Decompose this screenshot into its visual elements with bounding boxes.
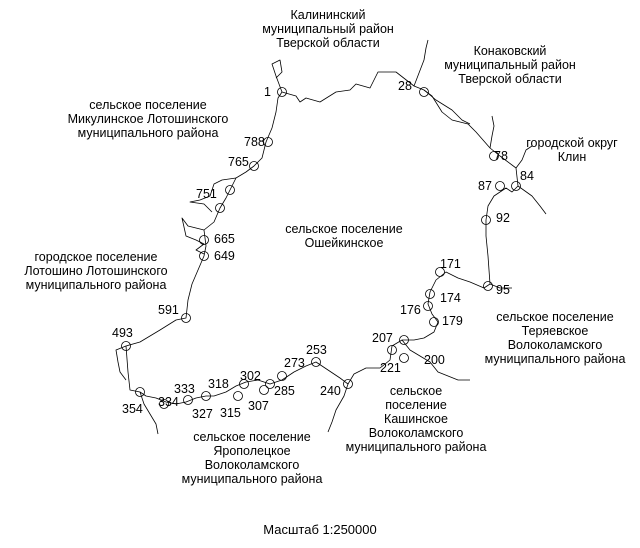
point-marker: [239, 379, 249, 389]
point-marker: [199, 251, 209, 261]
point-marker: [201, 391, 211, 401]
point-marker: [495, 181, 505, 191]
point-label: 751: [196, 187, 217, 201]
point-marker: [183, 395, 193, 405]
point-label: 240: [320, 384, 341, 398]
point-label: 591: [158, 303, 179, 317]
point-label: 327: [192, 407, 213, 421]
point-marker: [135, 387, 145, 397]
point-label: 221: [380, 361, 401, 375]
point-label: 273: [284, 356, 305, 370]
point-label: 171: [440, 257, 461, 271]
boundary-line: [125, 71, 519, 405]
border-klin-up: [515, 145, 533, 169]
border-yaropolets-left: [139, 391, 159, 435]
point-marker: [399, 353, 409, 363]
border-konakovo-right: [423, 89, 471, 125]
border-teryaevo: [489, 283, 512, 289]
point-label: 78: [494, 149, 508, 163]
border-klin-right: [517, 185, 547, 215]
point-label: 87: [478, 179, 492, 193]
point-marker: [483, 281, 493, 291]
point-marker: [159, 399, 169, 409]
point-label: 285: [274, 384, 295, 398]
point-marker: [481, 215, 491, 225]
point-label: 84: [520, 169, 534, 183]
point-label: 253: [306, 343, 327, 357]
point-label: 200: [424, 353, 445, 367]
point-marker: [435, 267, 445, 277]
point-label: 28: [398, 79, 412, 93]
point-marker: [199, 235, 209, 245]
point-marker: [429, 317, 439, 327]
point-label: 788: [244, 135, 265, 149]
point-marker: [259, 385, 269, 395]
point-label: 176: [400, 303, 421, 317]
point-label: 649: [214, 249, 235, 263]
point-label: 765: [228, 155, 249, 169]
border-kashino-bottom: [327, 383, 349, 433]
point-marker: [311, 357, 321, 367]
point-marker: [181, 313, 191, 323]
point-label: 302: [240, 369, 261, 383]
point-marker: [399, 335, 409, 345]
point-marker: [265, 379, 275, 389]
scale-label: Масштаб 1:250000: [263, 522, 377, 537]
border-lotoshino-south: [115, 345, 127, 381]
border-lotoshino-left: [181, 217, 205, 255]
point-marker: [277, 87, 287, 97]
point-label: 92: [496, 211, 510, 225]
point-label: 334: [158, 395, 179, 409]
point-marker: [121, 341, 131, 351]
point-marker: [225, 185, 235, 195]
point-label: 207: [372, 331, 393, 345]
border-kalinin-konakovo: [271, 59, 283, 93]
point-label: 665: [214, 232, 235, 246]
point-label: 1: [264, 85, 271, 99]
point-marker: [423, 301, 433, 311]
point-label: 315: [220, 406, 241, 420]
point-marker: [263, 137, 273, 147]
point-marker: [277, 371, 287, 381]
point-marker: [387, 345, 397, 355]
point-label: 307: [248, 399, 269, 413]
point-marker: [249, 161, 259, 171]
border-mikulino-lotoshino: [189, 177, 237, 213]
point-marker: [343, 379, 353, 389]
point-marker: [215, 203, 225, 213]
point-label: 318: [208, 377, 229, 391]
point-marker: [489, 151, 499, 161]
point-label: 493: [112, 326, 133, 340]
point-marker: [419, 87, 429, 97]
border-teryaevo-kashino: [401, 339, 470, 381]
point-marker: [425, 289, 435, 299]
point-marker: [233, 391, 243, 401]
border-klin-top: [489, 115, 495, 149]
point-label: 95: [496, 283, 510, 297]
point-label: 333: [174, 382, 195, 396]
point-label: 354: [122, 402, 143, 416]
point-label: 174: [440, 291, 461, 305]
point-marker: [511, 181, 521, 191]
border-konakovo-klin: [413, 39, 429, 87]
point-label: 179: [442, 314, 463, 328]
